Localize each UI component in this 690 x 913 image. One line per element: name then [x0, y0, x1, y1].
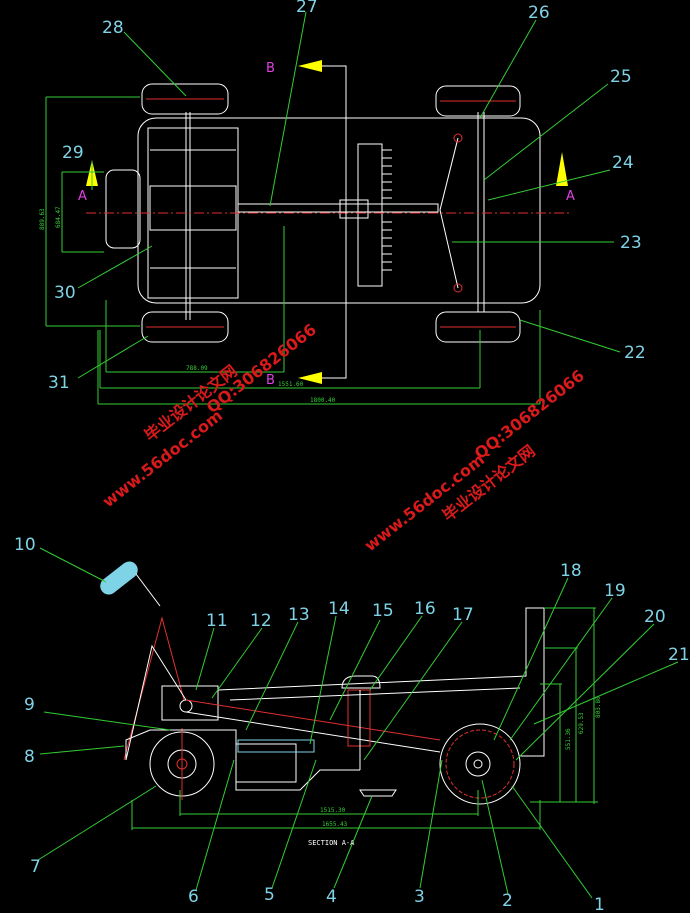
part-label-17: 17	[452, 605, 474, 625]
part-label-5: 5	[264, 885, 275, 905]
part-label-1: 1	[594, 895, 605, 913]
top-leaders	[77, 11, 621, 379]
part-label-2: 2	[502, 891, 513, 911]
part-label-3: 3	[414, 887, 425, 907]
part-label-15: 15	[372, 601, 394, 621]
part-label-23: 23	[620, 233, 642, 253]
motor-housing	[105, 169, 141, 249]
dim-1515: 1515.30	[320, 807, 346, 814]
part-label-13: 13	[288, 605, 310, 625]
seat-frame	[357, 143, 383, 287]
dim-889: 889.63	[39, 208, 46, 230]
part-label-7: 7	[30, 857, 41, 877]
part-label-4: 4	[326, 887, 337, 907]
part-label-28: 28	[102, 18, 124, 38]
steering-link	[439, 137, 459, 211]
part-label-20: 20	[644, 607, 666, 627]
dim-1551: 1551.60	[278, 381, 304, 388]
dim-1655: 1655.43	[322, 821, 348, 828]
part-label-22: 22	[624, 343, 646, 363]
dim-629: 629.53	[578, 712, 585, 734]
side-dimensions	[131, 607, 598, 830]
seat-comb	[382, 149, 392, 271]
motor-box-side	[161, 685, 219, 721]
dim-551: 551.36	[565, 728, 572, 750]
tow-handle	[123, 616, 185, 761]
section-title: SECTION A-A	[308, 839, 355, 847]
top-dimensions	[45, 96, 541, 405]
dim-1800: 1800.40	[310, 397, 336, 404]
top-view-labels: 28 27 26 25 24 29 23 30 22 31 B B A A 78…	[39, 0, 646, 404]
part-label-16: 16	[414, 599, 436, 619]
section-mark-a-left: A	[78, 189, 87, 204]
seat-post	[347, 689, 371, 747]
motor-box	[149, 185, 237, 231]
front-wheel-side	[439, 723, 521, 805]
part-label-21: 21	[668, 645, 690, 665]
spring-assembly	[237, 739, 315, 753]
part-label-14: 14	[328, 599, 350, 619]
chassis-outline	[137, 117, 541, 304]
section-mark-b-top: B	[266, 61, 275, 76]
section-mark-b-bottom: B	[266, 373, 275, 388]
rear-wheel-bottom	[141, 311, 229, 343]
dim-684: 684.47	[55, 206, 62, 228]
part-label-25: 25	[610, 67, 632, 87]
handle-grip	[100, 561, 138, 595]
part-label-19: 19	[604, 581, 626, 601]
battery-box	[235, 743, 297, 783]
top-view	[45, 11, 621, 405]
side-view	[37, 547, 679, 899]
part-label-9: 9	[24, 695, 35, 715]
part-label-18: 18	[560, 561, 582, 581]
part-label-10: 10	[14, 535, 36, 555]
deck	[217, 607, 545, 757]
part-label-27: 27	[296, 0, 318, 17]
part-label-26: 26	[528, 3, 550, 23]
part-label-8: 8	[24, 747, 35, 767]
part-label-24: 24	[612, 153, 634, 173]
drive-chain	[185, 699, 441, 741]
part-label-31: 31	[48, 373, 70, 393]
part-label-29: 29	[62, 143, 84, 163]
section-mark-a-right: A	[566, 189, 575, 204]
seat-side	[341, 675, 381, 689]
watermarks: www.56doc.com 毕业设计论文网 QQ:306826066 www.5…	[99, 320, 588, 555]
side-leaders	[37, 547, 679, 899]
pedal	[359, 789, 397, 797]
part-label-11: 11	[206, 611, 228, 631]
dim-803: 803.80	[595, 696, 602, 718]
drive-shaft	[237, 203, 439, 213]
rear-wheel-top	[141, 83, 229, 115]
part-label-30: 30	[54, 283, 76, 303]
dim-788: 788.09	[186, 365, 208, 372]
section-line-b	[300, 65, 347, 379]
part-label-6: 6	[188, 887, 199, 907]
main-frame	[125, 729, 360, 791]
side-view-labels: 10 11 12 13 14 15 16 17 18 19 20 21 9 8 …	[14, 535, 690, 913]
part-label-12: 12	[250, 611, 272, 631]
